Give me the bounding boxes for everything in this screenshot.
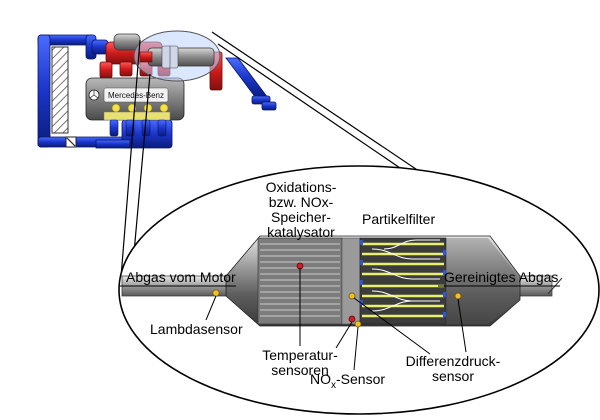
nox-label-prefix: NO (310, 371, 331, 387)
lambda-sensor-label: Lambdasensor (150, 321, 243, 337)
nox-sensor-label: NOx-Sensor (310, 372, 385, 393)
engine-overview: Mercedes-Benz (37, 30, 277, 149)
temp-sensor-2-dot (348, 315, 356, 323)
nox-label-subscript: x (331, 379, 336, 391)
nox-sensor-dot (354, 320, 362, 328)
particle-filter (359, 237, 447, 325)
oxidation-label-line4: katalysator (267, 224, 335, 240)
temp-label-line2: sensoren (271, 362, 329, 378)
diff-label-line2: sensor (431, 368, 475, 384)
oxidation-label-line3: Speicher- (271, 209, 331, 225)
nox-label-suffix: -Sensor (336, 371, 386, 387)
differential-pressure-sensor-label: Differenzdruck- sensor (398, 354, 508, 384)
temperature-sensors-label: Temperatur- sensoren (252, 348, 348, 378)
particle-filter-label: Partikelfilter (362, 211, 436, 227)
radiator (51, 46, 69, 134)
diff-label-line1: Differenzdruck- (405, 353, 501, 369)
exhaust-in-label: Abgas vom Motor (126, 269, 236, 285)
diff-sensor-2-dot (454, 292, 462, 300)
aftertreatment-cutaway (120, 235, 563, 371)
lambda-sensor-dot (212, 289, 220, 297)
oxidation-label-line1: Oxidations- (265, 179, 337, 195)
small-aftertreatment-unit (139, 45, 215, 69)
tailpipe (225, 57, 277, 111)
leader-lines (205, 268, 467, 371)
oxidation-catalyst-label: Oxidations- bzw. NOx- Speicher- katalysa… (254, 180, 348, 240)
temp-label-line1: Temperatur- (262, 347, 338, 363)
exhaust-out-label: Gereinigtes Abgas (444, 269, 559, 285)
oxidation-label-line2: bzw. NOx- (268, 194, 334, 210)
diff-sensor-1-dot (348, 292, 356, 300)
